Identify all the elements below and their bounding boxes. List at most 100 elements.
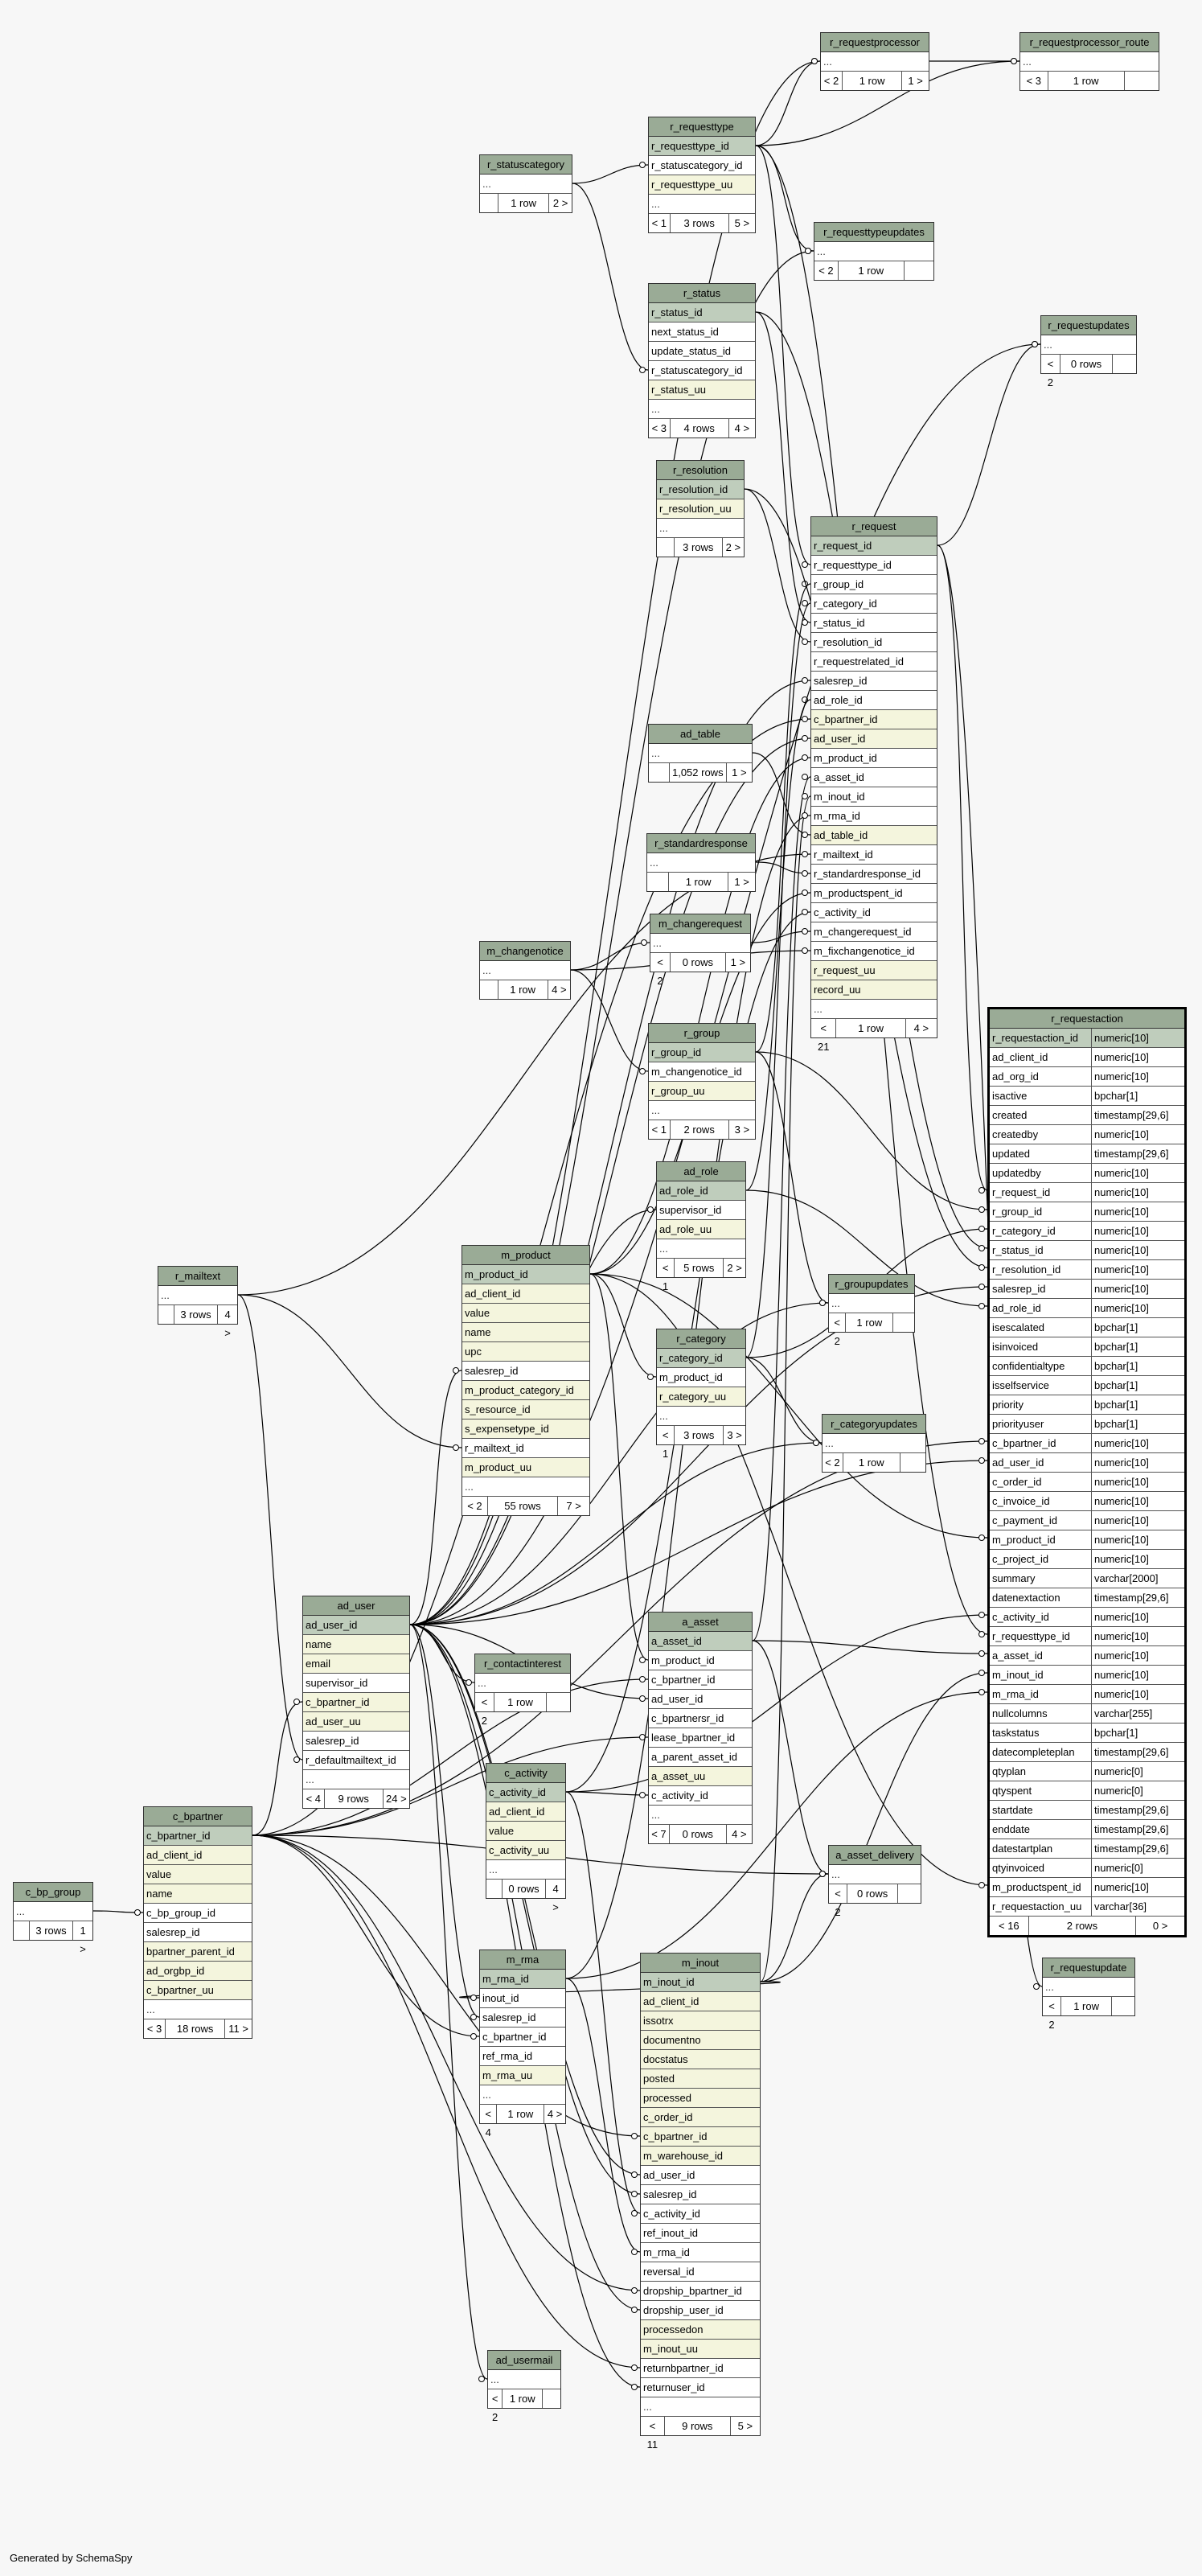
table-title[interactable]: m_changerequest [650, 914, 750, 934]
column-name: ad_role_id [814, 694, 863, 706]
footer-rowcount: 1 row [503, 2389, 544, 2408]
relationship-line [760, 795, 811, 1982]
column-name: c_bpartner_id [146, 1830, 211, 1842]
table-title[interactable]: r_requestprocessor_route [1020, 33, 1159, 52]
column-name: update_status_id [651, 345, 732, 357]
table-title[interactable]: r_requesttype [649, 117, 755, 137]
table-title[interactable]: r_requestprocessor [821, 33, 929, 52]
table-title[interactable]: r_contactinterest [475, 1654, 570, 1674]
table-title[interactable]: r_requestupdate [1043, 1958, 1134, 1978]
table-title[interactable]: ad_role [657, 1162, 745, 1181]
table-title[interactable]: r_requesttypeupdates [814, 223, 933, 242]
footer-children: 11 > [228, 2023, 248, 2035]
footer-rowcount: 1 row [839, 261, 905, 280]
crowfoot-marker [811, 58, 818, 64]
table-title[interactable]: r_group [649, 1024, 755, 1043]
footer-children: 2 > [727, 1262, 742, 1274]
table-title[interactable]: r_requestupdates [1041, 316, 1136, 335]
table-title[interactable]: r_category [657, 1329, 745, 1349]
table-title[interactable]: a_asset_delivery [829, 1846, 921, 1865]
table-title[interactable]: m_changenotice [480, 942, 570, 961]
footer-parents: < 3 [1020, 72, 1048, 90]
table-title[interactable]: r_requestaction [990, 1009, 1184, 1029]
column-name: r_group_id [651, 1046, 702, 1058]
column-name: ad_org_id [992, 1070, 1039, 1083]
table-title[interactable]: c_bpartner [144, 1807, 252, 1826]
table-title[interactable]: ad_table [649, 725, 752, 744]
table-title[interactable]: m_inout [641, 1954, 760, 1973]
table-title[interactable]: r_mailtext [158, 1267, 237, 1286]
relationship-line [745, 1189, 988, 1307]
table-title[interactable]: m_product [462, 1246, 589, 1265]
crowfoot-marker [639, 1068, 646, 1074]
column-name: r_resolution_uu [659, 503, 732, 515]
footer-rowcount: 1 row [846, 1313, 894, 1332]
table-title[interactable]: m_rma [480, 1950, 565, 1970]
table-title[interactable]: ad_user [303, 1596, 409, 1616]
footer-rowcount: 1 row [497, 2105, 545, 2123]
table-title[interactable]: r_groupupdates [829, 1275, 914, 1294]
relationship-line [752, 1640, 829, 1875]
footer-children: 24 > [386, 1793, 407, 1805]
column-row: record_uu [811, 980, 937, 1000]
table-title[interactable]: ad_usermail [488, 2351, 560, 2370]
relationship-line [745, 602, 811, 1358]
column-name: datenextaction [992, 1592, 1060, 1604]
column-ellipsis: ... [1043, 1978, 1134, 1997]
table-title[interactable]: r_request [811, 517, 937, 536]
table-title[interactable]: r_categoryupdates [823, 1415, 925, 1434]
column-type: timestamp[29,6] [1091, 1144, 1184, 1163]
column-type: numeric[10] [1091, 1453, 1184, 1472]
column-type: numeric[10] [1091, 1183, 1184, 1202]
column-row: processed [641, 2089, 760, 2108]
table-title[interactable]: r_status [649, 284, 755, 303]
table-title[interactable]: c_activity [486, 1764, 565, 1783]
column-row: r_statuscategory_id [649, 361, 755, 380]
table-title[interactable]: r_statuscategory [480, 155, 572, 175]
column-row: inout_id [480, 1989, 565, 2008]
table-title[interactable]: r_standardresponse [647, 834, 755, 853]
table-title[interactable]: c_bp_group [14, 1883, 92, 1902]
footer-rowcount: 1 row [1061, 1997, 1113, 2015]
table-title[interactable]: a_asset [649, 1613, 752, 1632]
column-type: timestamp[29,6] [1091, 1820, 1184, 1839]
column-name: r_request_id [992, 1186, 1051, 1198]
table-title[interactable]: r_resolution [657, 461, 744, 480]
